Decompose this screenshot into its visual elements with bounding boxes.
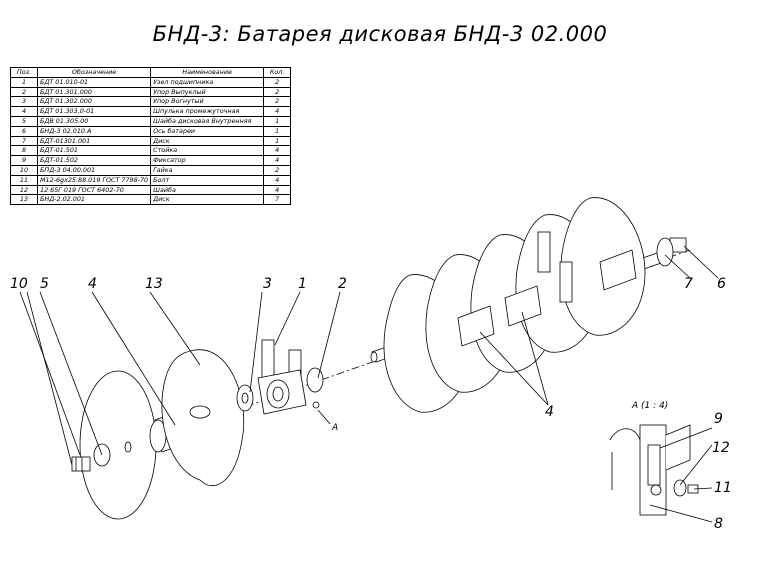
callout-6: 6 xyxy=(717,276,726,292)
callout-a: A xyxy=(331,423,338,433)
detail-a-label: A (1 : 4) xyxy=(631,401,668,411)
callout-8: 8 xyxy=(714,516,723,532)
table-header-row: Поз. Обозначение Наименование Кол. xyxy=(10,67,292,78)
callout-5: 5 xyxy=(40,276,49,292)
disc-13 xyxy=(161,349,245,486)
drawing-title: БНД-3: Батарея дисковая БНД-3 02.000 xyxy=(152,22,608,46)
callout-3: 3 xyxy=(263,276,272,292)
leader-lines xyxy=(19,245,719,523)
callout-13: 13 xyxy=(145,276,163,292)
callout-1: 1 xyxy=(298,276,307,292)
disc-stack-right xyxy=(383,197,674,413)
callout-12: 12 xyxy=(712,440,730,456)
nut-10 xyxy=(71,443,111,472)
callout-4-left: 4 xyxy=(88,276,97,292)
callout-10: 10 xyxy=(10,276,28,292)
callout-4-right: 4 xyxy=(545,404,554,420)
washer-3 xyxy=(236,384,254,412)
bearing-unit-1 xyxy=(257,339,307,415)
stop-2 xyxy=(306,367,324,409)
cell-qty: 7 xyxy=(263,194,292,206)
callout-11: 11 xyxy=(714,480,732,496)
detail-view-a xyxy=(609,424,699,516)
callout-7: 7 xyxy=(684,276,693,292)
callout-9: 9 xyxy=(714,411,723,427)
cell-designation: БНД-2.02.001 xyxy=(36,194,152,206)
left-disc xyxy=(79,370,157,520)
callout-2: 2 xyxy=(338,276,347,292)
